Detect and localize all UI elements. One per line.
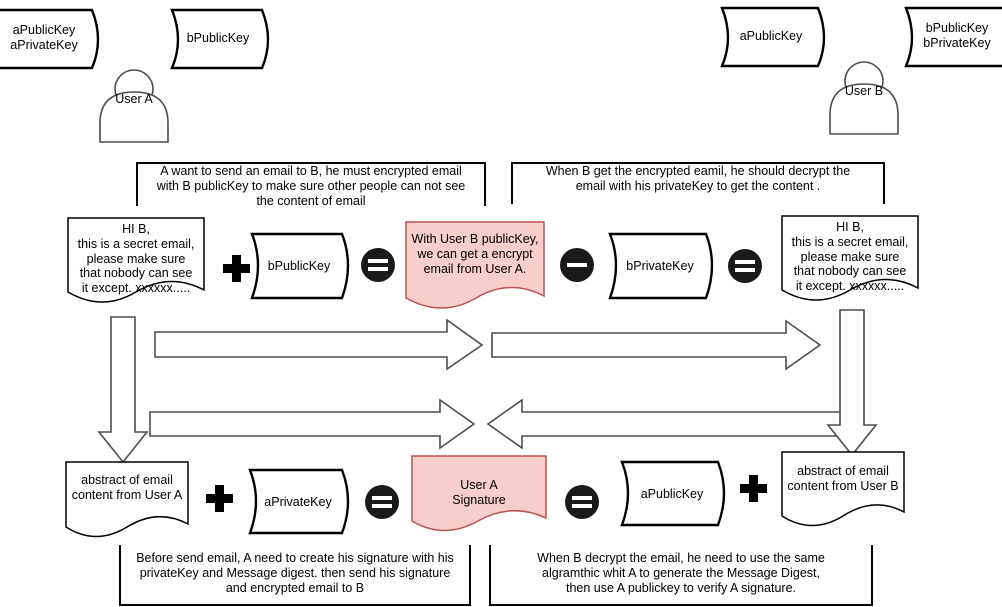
key-b-public-label: bPublicKey: [267, 258, 331, 273]
op-equals-4-bg: [565, 485, 599, 519]
key-a-public-shape: [620, 460, 726, 527]
digest-left-shape: [65, 461, 189, 538]
note-top-left: A want to send an email to B, he must en…: [156, 164, 466, 208]
email-plain-right-shape: [781, 215, 919, 301]
email-plain-left-text: HI B, this is a secret email, please mak…: [77, 222, 195, 295]
keystore-a-public-top-label: aPublicKey: [739, 28, 803, 43]
arrow-email-a-to-digest-a: [97, 316, 149, 464]
op-equals-3-bg: [365, 485, 399, 519]
keystore-a-label: aPublicKey aPrivateKey: [10, 23, 78, 52]
keystore-a-public-top-shape: [720, 6, 826, 68]
key-b-private-label: bPrivateKey: [626, 258, 694, 273]
op-equals-1-bar-top: [368, 259, 388, 263]
user-a-body: [99, 91, 169, 143]
keystore-b-public-top-label: bPublicKey: [186, 30, 250, 45]
signature-shape: [411, 455, 547, 532]
key-b-private-shape: [608, 232, 714, 300]
op-plus-2: [206, 485, 233, 512]
op-equals-2-bg: [728, 249, 762, 283]
arrow-encrypt-to-transit: [154, 318, 484, 371]
note-bottom-right: When B decrypt the email, he need to use…: [537, 551, 825, 595]
op-plus-3: [740, 475, 767, 502]
note-bottom-left: Before send email, A need to create his …: [136, 551, 454, 595]
note-bottom-left-frame: [119, 545, 471, 606]
note-top-right: When B get the encrypted eamil, he shoul…: [545, 164, 851, 193]
arrow-sign-transit-right: [149, 398, 476, 450]
key-b-public-shape: [250, 232, 350, 300]
arrow-email-b-to-digest-b: [826, 309, 878, 457]
note-top-right-frame: [511, 162, 885, 204]
encrypted-email-text: With User B publicKey, we can get a encr…: [411, 232, 539, 276]
note-top-left-frame: [136, 162, 486, 202]
op-equals-3-bar-top: [372, 496, 392, 500]
keystore-b-public-top-shape: [170, 8, 270, 70]
key-a-private-label: aPrivateKey: [264, 494, 332, 509]
encrypted-email-shape: [405, 221, 545, 309]
op-equals-1-bg: [361, 248, 395, 282]
op-equals-4-bar-top: [572, 496, 592, 500]
note-top-left-legs: [136, 202, 486, 206]
digest-right-shape: [781, 451, 905, 527]
digest-right-text: abstract of email content from User B: [787, 464, 899, 493]
user-a-label: User A: [115, 92, 153, 106]
signature-text: User A Signature: [452, 478, 506, 507]
key-a-public-label: aPublicKey: [640, 486, 704, 501]
key-a-private-shape: [248, 468, 350, 535]
op-plus-1: [223, 255, 250, 282]
op-equals-1-bar-bottom: [368, 267, 388, 271]
op-equals-2-bar-bottom: [735, 268, 755, 272]
note-bottom-right-frame: [489, 545, 873, 606]
keystore-b-label: bPublicKey bPrivateKey: [923, 21, 991, 50]
op-equals-2-bar-top: [735, 260, 755, 264]
op-equals-4-bar-bottom: [572, 504, 592, 508]
arrow-transit-to-decrypt: [491, 319, 822, 371]
email-plain-left-shape: [67, 217, 205, 303]
op-equals-3-bar-bottom: [372, 504, 392, 508]
arrow-verify-transit-left: [486, 398, 856, 450]
user-b-body: [829, 83, 899, 135]
user-b-label: User B: [844, 84, 884, 98]
keystore-b-shape: [904, 6, 1002, 68]
op-minus-bar: [567, 263, 587, 267]
email-plain-right-text: HI B, this is a secret email, please mak…: [791, 220, 909, 293]
digest-left-text: abstract of email content from User A: [71, 473, 183, 502]
keystore-a-shape: [0, 8, 100, 70]
